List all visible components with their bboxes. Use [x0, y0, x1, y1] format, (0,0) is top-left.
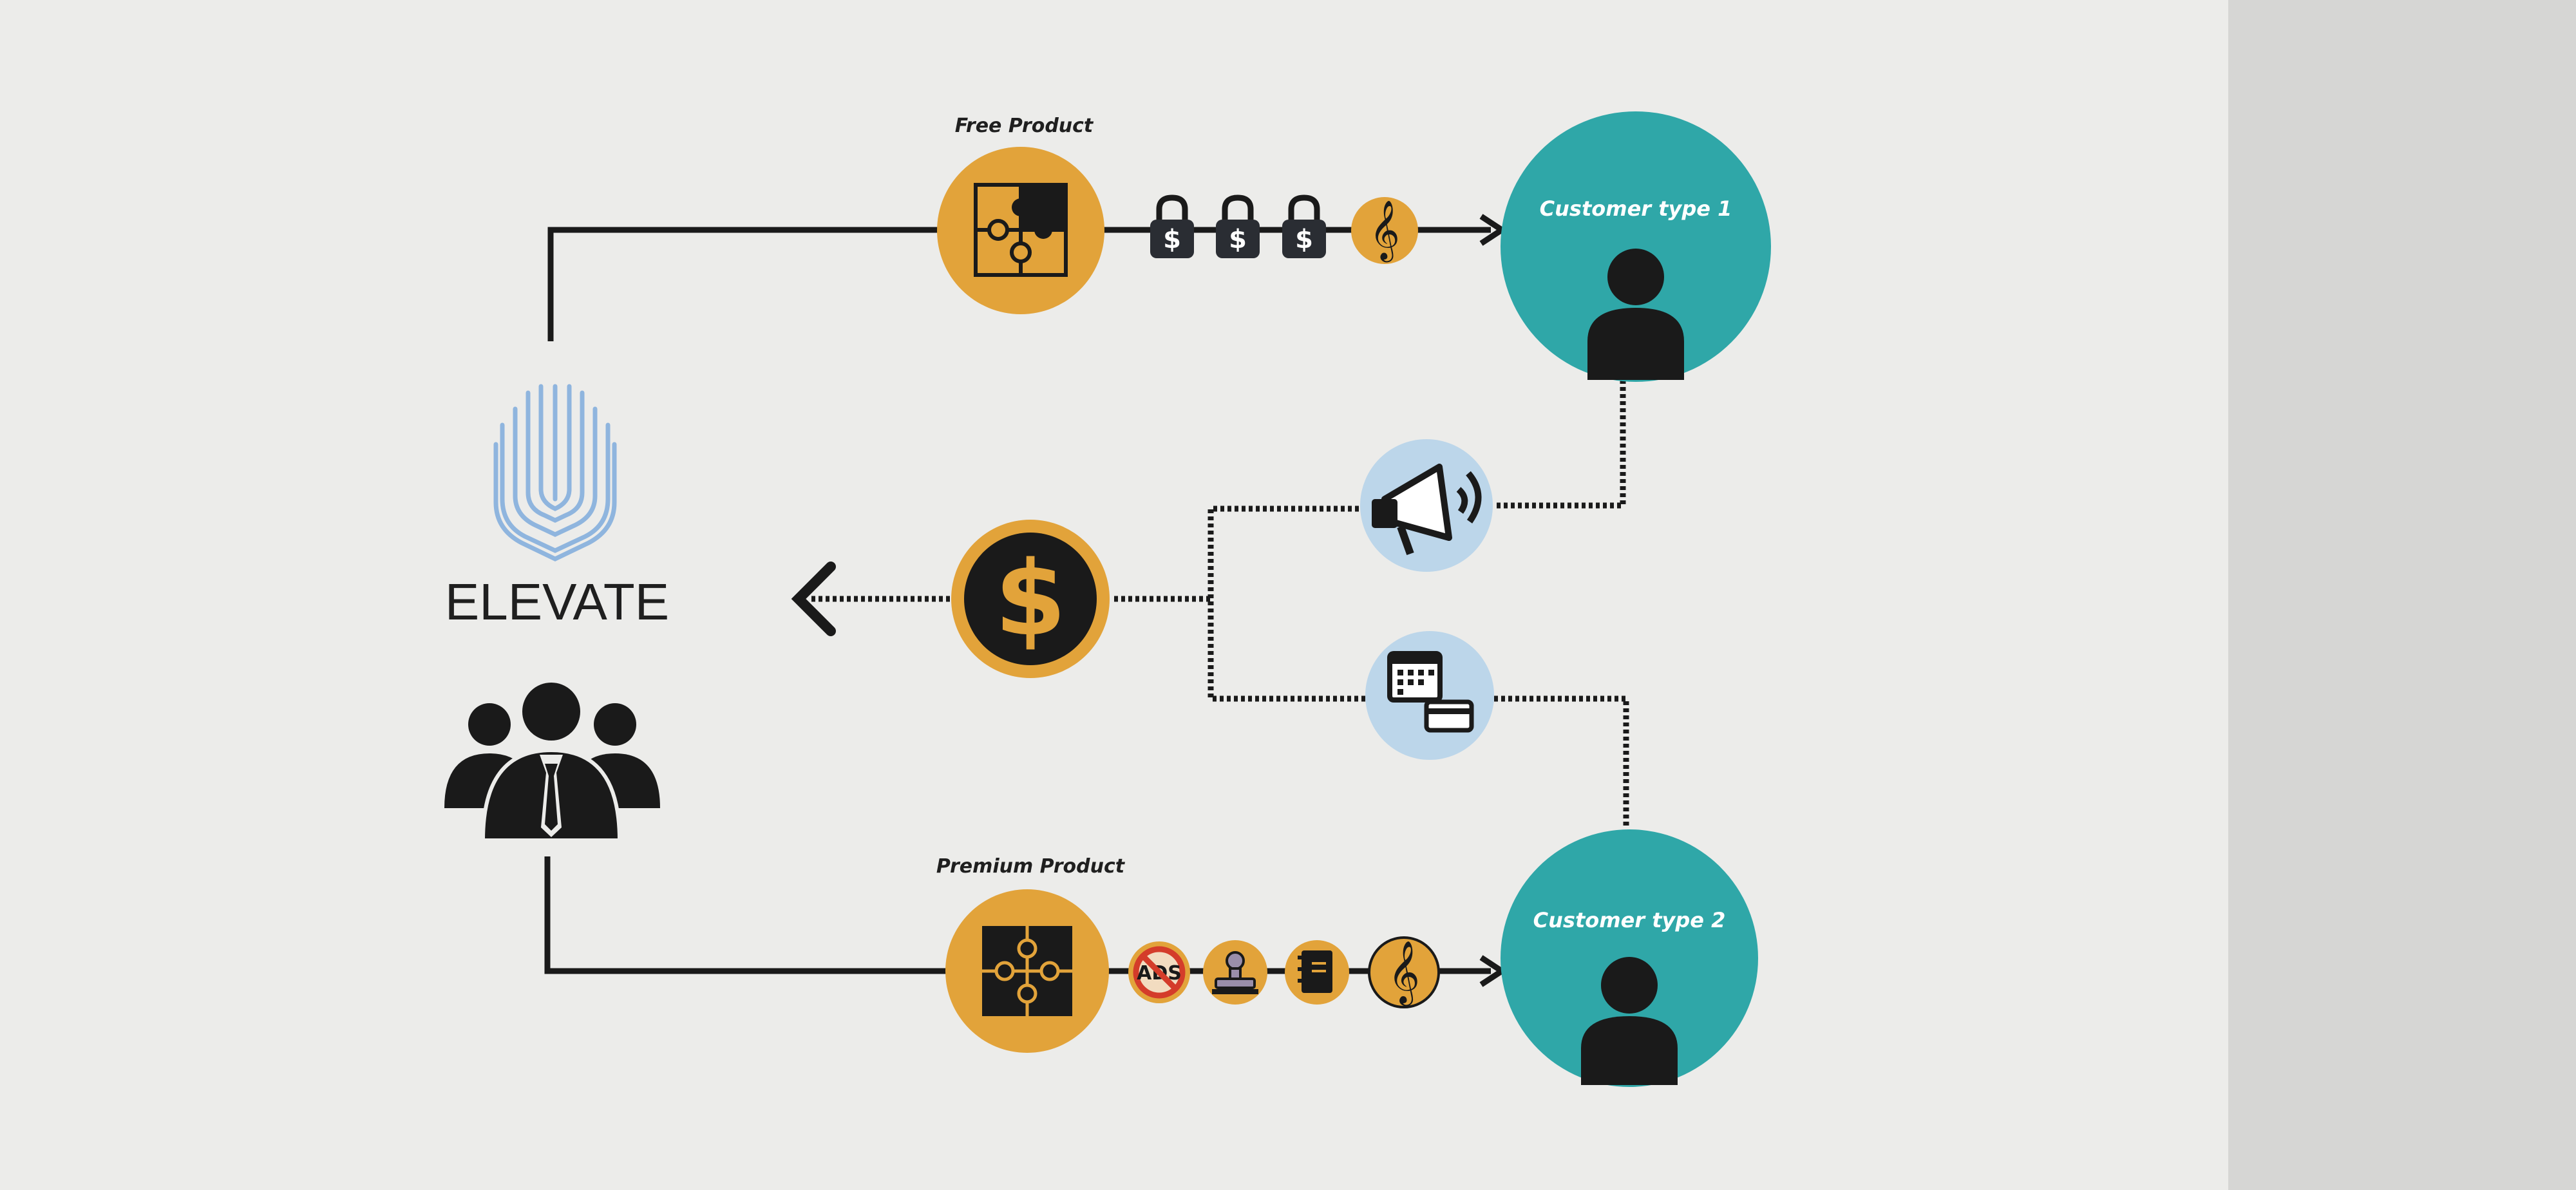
treble-clef-icon: 𝄞 — [1368, 936, 1440, 1008]
svg-text:$: $ — [1163, 225, 1181, 254]
puzzle-filled-icon — [982, 926, 1072, 1016]
customer-type-1-node — [1501, 111, 1771, 382]
dollar-sign-icon: $ — [994, 538, 1066, 659]
user-icon — [1581, 957, 1678, 1085]
puzzle-icon — [974, 183, 1068, 277]
dollar-lock-icon: $ — [1216, 194, 1260, 258]
team-people-icon — [444, 679, 660, 842]
revenue-dotted-lines — [811, 380, 1629, 827]
no-ads-icon: ADS — [1128, 941, 1190, 1003]
stamp-icon — [1203, 940, 1267, 1005]
megaphone-icon — [1372, 464, 1482, 556]
notebook-icon — [1285, 940, 1349, 1005]
svg-text:𝄞: 𝄞 — [1369, 200, 1399, 262]
svg-text:$: $ — [1229, 225, 1247, 254]
calendar-card-icon — [1387, 651, 1474, 733]
svg-text:𝄞: 𝄞 — [1388, 940, 1420, 1006]
dollar-lock-icon: $ — [1282, 194, 1326, 258]
free-product-label: Free Product — [955, 115, 1094, 137]
brand-name: ELEVATE — [445, 573, 669, 630]
dollar-lock-icon: $ — [1150, 194, 1194, 258]
customer-type-1-label: Customer type 1 — [1540, 196, 1732, 221]
elevate-logo-icon — [493, 384, 617, 562]
user-icon — [1587, 249, 1684, 380]
customer-type-2-label: Customer type 2 — [1533, 908, 1726, 932]
premium-product-label: Premium Product — [936, 855, 1126, 878]
treble-clef-icon: 𝄞 — [1351, 197, 1418, 264]
svg-text:$: $ — [1295, 225, 1313, 254]
revenue-to-elevate-arrowhead — [791, 562, 836, 636]
diagram-panel — [0, 0, 2228, 1190]
